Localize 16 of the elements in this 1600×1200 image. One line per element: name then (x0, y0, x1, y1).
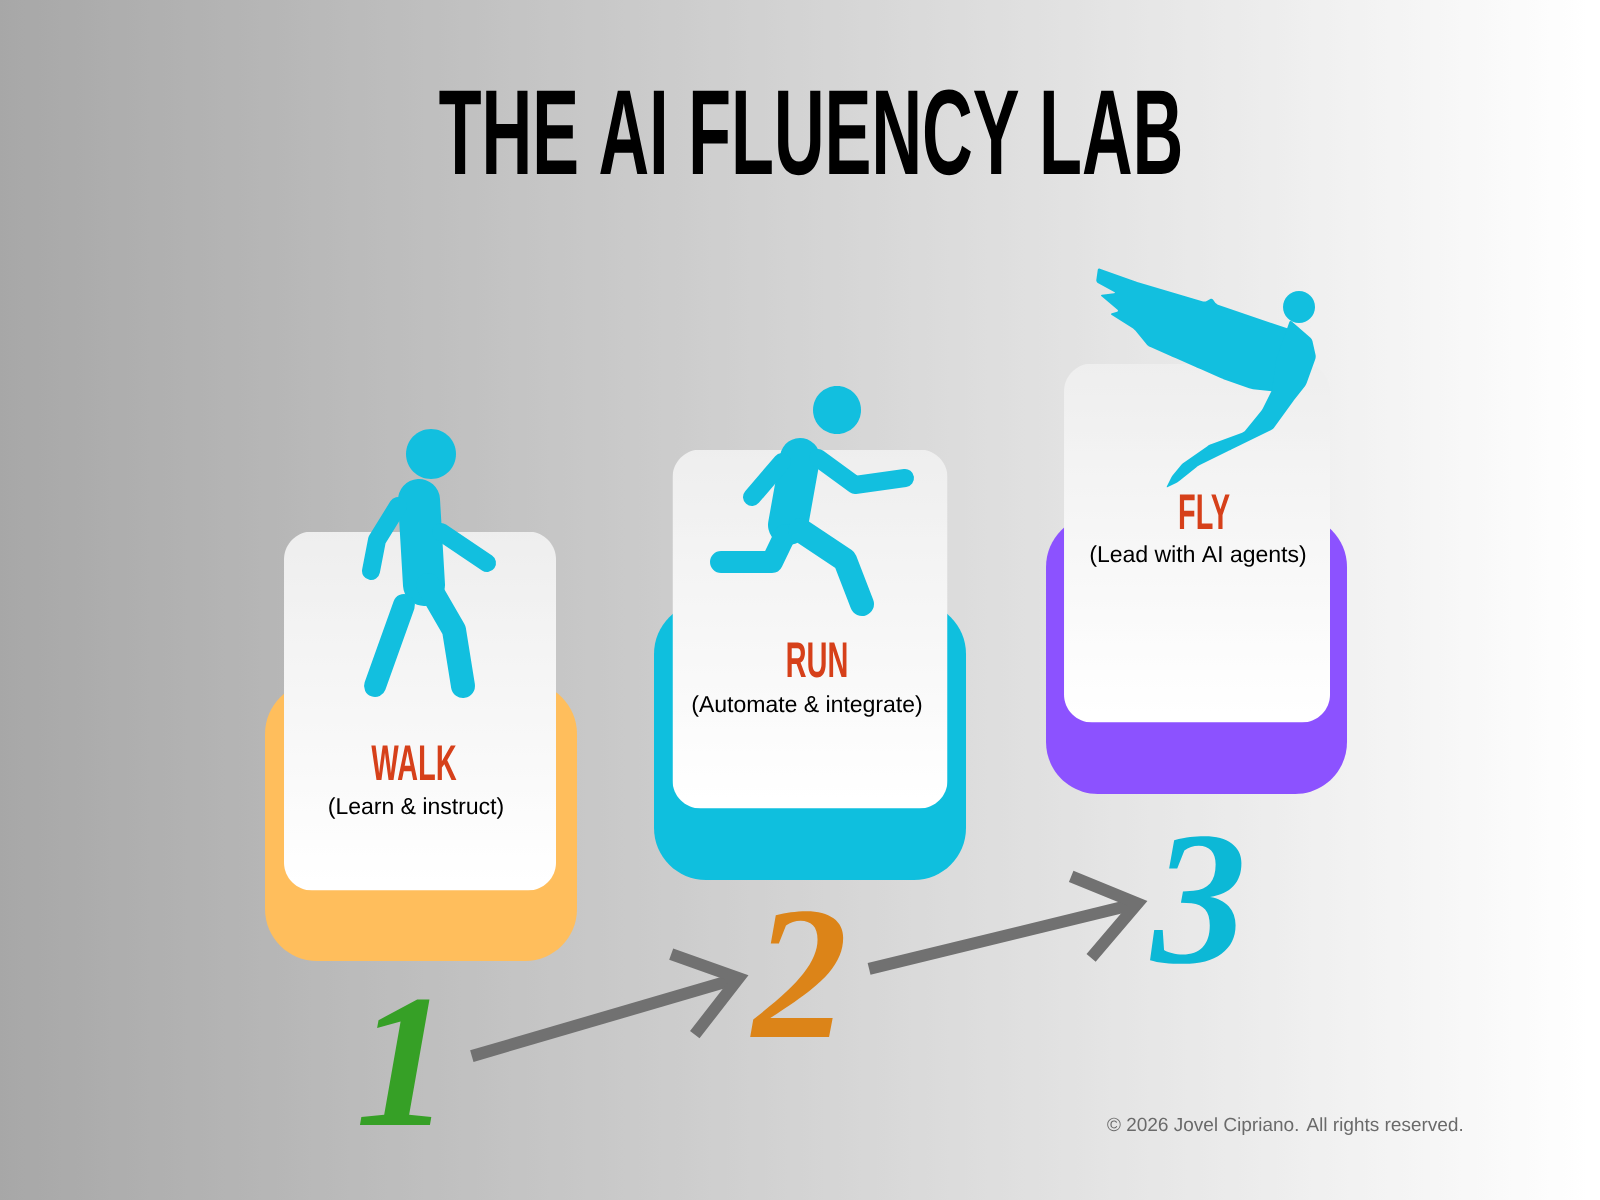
step-number: 1 (359, 999, 432, 1125)
step-subtitle: (Automate & integrate) (692, 695, 922, 717)
step-title: WALK (371, 745, 457, 780)
arrow (470, 948, 749, 1062)
step-number: 3 (1150, 836, 1242, 964)
step-subtitle: (Learn & instruct) (329, 797, 503, 819)
title: THE AI FLUENCY LAB (439, 89, 1181, 176)
step-card (265, 532, 577, 961)
step-subtitle: (Lead with AI agents) (1090, 545, 1306, 567)
step-card (1046, 364, 1347, 794)
step-title: RUN (787, 642, 847, 678)
step-title: FLY (1179, 494, 1230, 529)
arrow (867, 870, 1148, 975)
copyright-note: © 2026 Jovel Cipriano. All rights reserved. (1107, 1117, 1462, 1135)
step-card (654, 450, 966, 880)
step-number: 2 (750, 911, 844, 1037)
